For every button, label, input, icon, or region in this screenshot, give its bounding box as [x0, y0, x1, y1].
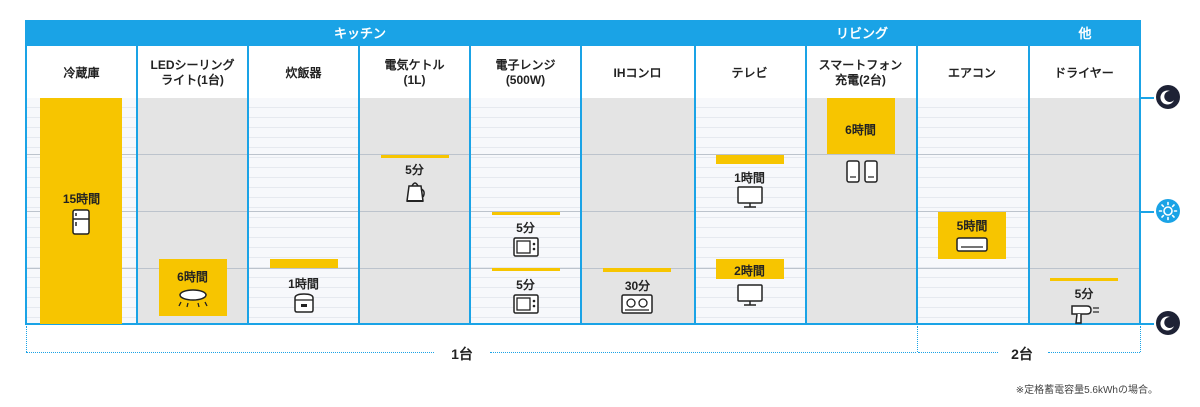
usage-bar: [716, 259, 784, 279]
duration-label: 5分: [1074, 287, 1094, 301]
microwave-icon: [513, 294, 539, 314]
cell-hair-dryer: 5分: [1028, 98, 1140, 324]
category-other: 他: [1030, 20, 1140, 44]
ceiling-light-icon: [178, 289, 208, 308]
category-other-label: 他: [1078, 25, 1092, 41]
unit-label-two: 2台: [1011, 346, 1033, 362]
duration-label: 5分: [516, 221, 535, 235]
usage-bar: [492, 268, 560, 271]
category-kitchen-label: キッチン: [333, 25, 386, 41]
duration-label: 5時間: [956, 219, 988, 233]
usage-bar: [270, 259, 338, 268]
header-kettle: 電気ケトル (1L): [359, 44, 470, 102]
duration-label: 5分: [516, 278, 535, 292]
tv-icon: [737, 186, 763, 208]
hair-dryer-icon: [1071, 305, 1099, 324]
rice-cooker-icon: [294, 293, 314, 313]
usage-bar: [603, 268, 671, 272]
header-hair-dryer: ドライヤー: [1028, 44, 1140, 102]
header-ih-stove: IHコンロ: [581, 44, 694, 102]
duration-label: 6時間: [845, 123, 876, 137]
tv-icon: [737, 284, 763, 306]
cell-refrigerator: 15時間: [26, 98, 137, 324]
smartphone-icon: [846, 160, 878, 183]
usage-bar: [381, 155, 449, 158]
duration-label: 1時間: [734, 171, 765, 185]
header-rice-cooker: 炊飯器: [248, 44, 359, 102]
moon-icon: [1156, 85, 1180, 109]
header-refrigerator: 冷蔵庫: [26, 44, 137, 102]
header-led-light: LEDシーリング ライト(1台): [137, 44, 248, 102]
category-living-label: リビング: [835, 25, 888, 41]
header-air-conditioner: エアコン: [916, 44, 1028, 102]
microwave-icon: [513, 237, 539, 257]
usage-bar: [827, 98, 895, 154]
sun-icon: [1156, 199, 1180, 223]
cell-tv: 1時間 2時間: [694, 98, 805, 324]
cell-rice-cooker: 1時間: [248, 98, 359, 324]
header-smartphone: スマートフォン 充電(2台): [805, 44, 916, 102]
header-tv: テレビ: [694, 44, 805, 102]
ih-stove-icon: [621, 294, 653, 314]
cell-air-conditioner: 5時間: [916, 98, 1028, 324]
footnote: ※定格蓄電容量5.6kWhの場合。: [1015, 385, 1158, 396]
unit-label-one: 1台: [451, 346, 473, 362]
usage-bar: [716, 155, 784, 164]
usage-bar: [1050, 278, 1118, 281]
cell-kettle: 5分: [359, 98, 470, 324]
cell-smartphone: 6時間: [805, 98, 916, 324]
usage-bar: [492, 212, 560, 215]
duration-label: 1時間: [288, 277, 319, 291]
cell-led-light: 6時間: [137, 98, 248, 324]
moon-icon: [1156, 311, 1180, 335]
duration-label: 6時間: [177, 270, 208, 284]
category-living: リビング: [696, 20, 1028, 44]
duration-label: 2時間: [734, 264, 765, 278]
duration-label: 5分: [405, 163, 424, 177]
refrigerator-icon: [72, 209, 90, 235]
cell-microwave: 5分 5分: [470, 98, 581, 324]
duration-label: 30分: [624, 279, 651, 293]
category-kitchen: キッチン: [26, 20, 694, 44]
duration-label: 15時間: [62, 192, 101, 206]
usage-bar: [159, 259, 227, 316]
cell-ih-stove: 30分: [581, 98, 694, 324]
kettle-icon: [406, 182, 425, 202]
header-microwave: 電子レンジ (500W): [470, 44, 581, 102]
air-conditioner-icon: [956, 237, 988, 252]
